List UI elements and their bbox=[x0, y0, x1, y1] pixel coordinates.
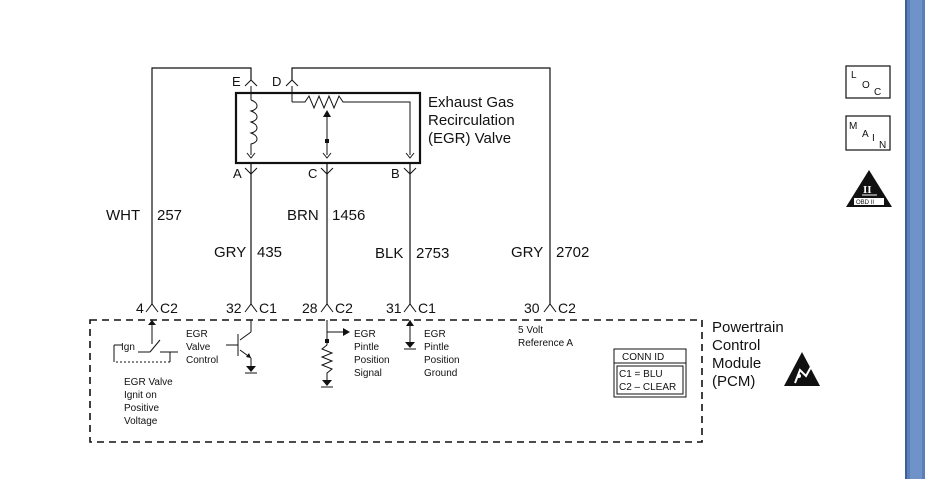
potentiometer-icon bbox=[292, 94, 411, 155]
egr-valve-box bbox=[234, 91, 422, 165]
svg-text:C1: C1 bbox=[259, 300, 277, 316]
valve-control-text: Control bbox=[186, 355, 218, 366]
pin-c-label: C bbox=[308, 166, 317, 181]
pcm-pin-28: 28 C2 bbox=[302, 300, 353, 316]
ground-icon bbox=[404, 342, 416, 350]
ign-pos-text: Voltage bbox=[124, 416, 158, 427]
conn-id-line2: C2 – CLEAR bbox=[619, 382, 676, 393]
pin-a-label: A bbox=[233, 166, 242, 181]
svg-text:31: 31 bbox=[386, 300, 402, 316]
ign-positive-circuit: Ign bbox=[113, 320, 178, 363]
pintle-ground-circuit bbox=[406, 320, 414, 342]
svg-text:C1: C1 bbox=[418, 300, 436, 316]
wire-label-color: BRN bbox=[287, 207, 319, 224]
pintle-ground-text: Position bbox=[424, 355, 460, 366]
ign-pos-text: EGR Valve bbox=[124, 377, 173, 388]
wire-label-circuit: 435 bbox=[257, 244, 282, 261]
svg-text:O: O bbox=[862, 80, 870, 91]
pintle-signal-text: Position bbox=[354, 355, 390, 366]
esd-warning-icon bbox=[784, 352, 820, 386]
wire-label-circuit: 2702 bbox=[556, 244, 589, 261]
pintle-ground-text: Pintle bbox=[424, 342, 449, 353]
svg-text:C2: C2 bbox=[335, 300, 353, 316]
pcm-name-line4: (PCM) bbox=[712, 373, 755, 390]
pin-d-label: D bbox=[272, 74, 281, 89]
svg-text:30: 30 bbox=[524, 300, 540, 316]
pintle-signal-text: Pintle bbox=[354, 342, 379, 353]
ground-icon bbox=[321, 380, 333, 388]
svg-text:L: L bbox=[851, 70, 857, 81]
main-badge-icon: M A I N bbox=[845, 115, 891, 151]
valve-name-line2: Recirculation bbox=[428, 112, 515, 129]
solenoid-coil-icon bbox=[249, 99, 258, 155]
pcm-pin-30: 30 C2 bbox=[524, 300, 576, 316]
svg-text:C: C bbox=[874, 87, 881, 98]
svg-text:M: M bbox=[849, 121, 857, 132]
pin-e-label: E bbox=[232, 74, 241, 89]
valve-control-text: EGR bbox=[186, 329, 208, 340]
pintle-signal-text: EGR bbox=[354, 329, 376, 340]
ign-label: Ign bbox=[121, 342, 135, 353]
svg-text:A: A bbox=[862, 129, 869, 140]
pintle-signal-text: Signal bbox=[354, 368, 382, 379]
wire-label-circuit: 1456 bbox=[332, 207, 365, 224]
pcm-pin-32: 32 C1 bbox=[226, 300, 277, 316]
wire-label-color: WHT bbox=[106, 207, 140, 224]
vertical-scrollbar[interactable] bbox=[905, 0, 925, 479]
wire-2702-path bbox=[291, 67, 551, 304]
transistor-icon bbox=[226, 320, 252, 366]
svg-text:C2: C2 bbox=[160, 300, 178, 316]
wire-257-path bbox=[151, 67, 252, 304]
obd-ii-badge-icon: II OBD II bbox=[846, 170, 892, 207]
ground-icon bbox=[245, 366, 257, 374]
reference-text: Reference A bbox=[518, 338, 573, 349]
ign-pos-text: Positive bbox=[124, 403, 159, 414]
svg-text:N: N bbox=[879, 140, 886, 151]
pintle-ground-text: Ground bbox=[424, 368, 457, 379]
conn-id-title: CONN ID bbox=[622, 352, 664, 363]
svg-text:C2: C2 bbox=[558, 300, 576, 316]
svg-text:4: 4 bbox=[136, 300, 144, 316]
svg-text:I: I bbox=[872, 133, 875, 144]
wire-label-circuit: 257 bbox=[157, 207, 182, 224]
loc-badge-icon: L O C bbox=[845, 65, 891, 99]
conn-id-box: CONN ID C1 = BLU C2 – CLEAR bbox=[613, 348, 687, 398]
svg-text:OBD II: OBD II bbox=[856, 200, 874, 206]
wire-label-color: GRY bbox=[511, 244, 543, 261]
connector-d-symbol bbox=[285, 79, 299, 87]
wire-label-color: BLK bbox=[375, 245, 403, 262]
conn-id-line1: C1 = BLU bbox=[619, 369, 663, 380]
svg-text:32: 32 bbox=[226, 300, 242, 316]
svg-text:28: 28 bbox=[302, 300, 318, 316]
reference-text: 5 Volt bbox=[518, 325, 543, 336]
wire-label-circuit: 2753 bbox=[416, 245, 449, 262]
pintle-signal-circuit bbox=[320, 320, 350, 380]
svg-text:II: II bbox=[863, 184, 872, 196]
connector-e-symbol bbox=[244, 79, 258, 87]
pcm-name-line2: Control bbox=[712, 337, 760, 354]
pcm-box bbox=[89, 319, 703, 443]
pin-b-label: B bbox=[391, 166, 400, 181]
wire-label-color: GRY bbox=[214, 244, 246, 261]
pcm-name-line3: Module bbox=[712, 355, 761, 372]
pcm-pin-31: 31 C1 bbox=[386, 300, 436, 316]
pcm-pin-4: 4 C2 bbox=[136, 300, 178, 316]
valve-name-line3: (EGR) Valve bbox=[428, 130, 511, 147]
valve-name-line1: Exhaust Gas bbox=[428, 94, 514, 111]
pcm-name-line1: Powertrain bbox=[712, 319, 784, 336]
ign-pos-text: Ignit on bbox=[124, 390, 157, 401]
pintle-ground-text: EGR bbox=[424, 329, 446, 340]
egr-wiring-diagram: E D Exhaust Gas Recirculation (EGR) Valv… bbox=[89, 65, 892, 443]
scrollbar-thumb[interactable] bbox=[910, 0, 922, 479]
valve-control-text: Valve bbox=[186, 342, 211, 353]
